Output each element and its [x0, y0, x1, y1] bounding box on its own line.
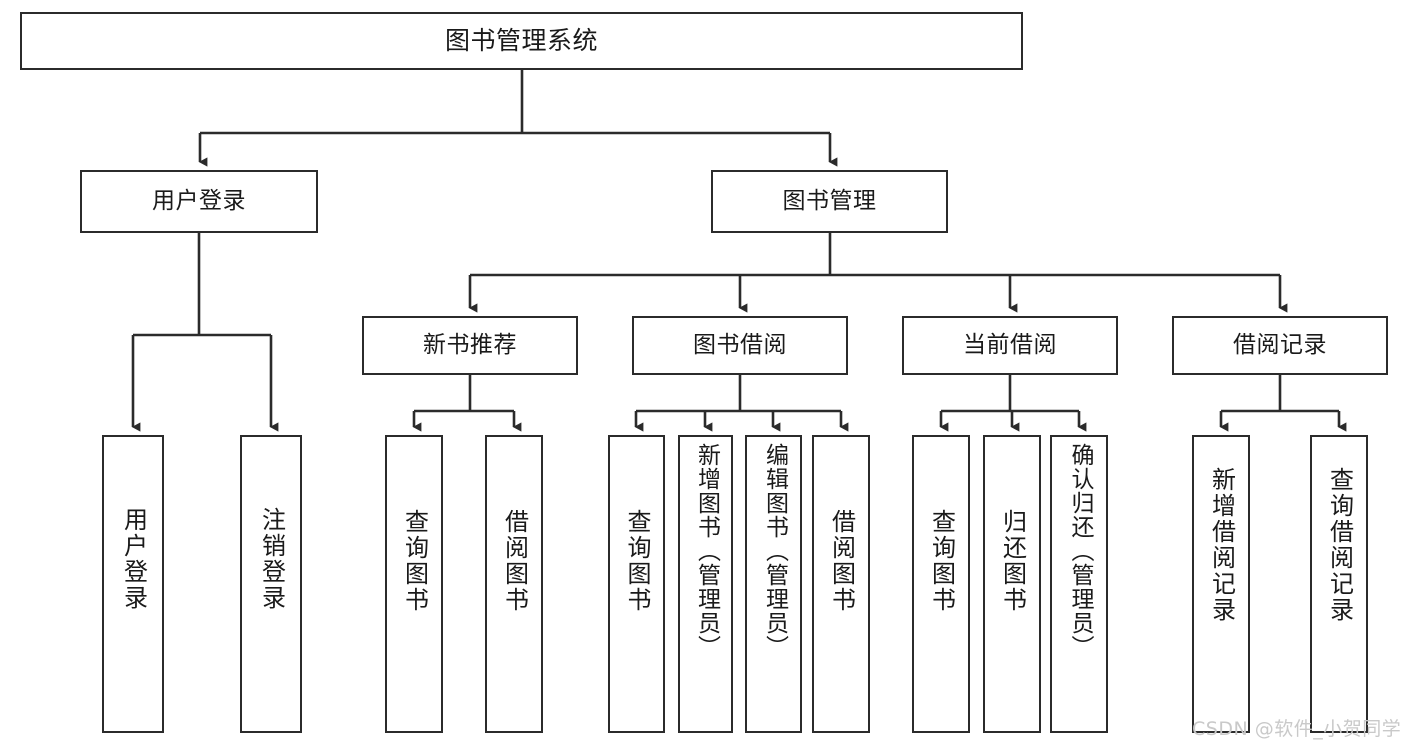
leaf-query-borrow-record[interactable]: 查询借阅记录: [1310, 435, 1368, 733]
node-book-management-label: 图书管理: [782, 188, 877, 215]
node-root-label: 图书管理系统: [444, 25, 598, 55]
leaf-borrow-book-recommend-label: 借阅图书: [500, 509, 529, 613]
leaf-user-login[interactable]: 用户登录: [102, 435, 164, 733]
node-book-borrow[interactable]: 图书借阅: [632, 316, 848, 375]
leaf-confirm-return-admin[interactable]: 确认归还（管理员）: [1050, 435, 1108, 733]
leaf-query-book-borrow-label: 查询图书: [622, 509, 651, 613]
leaf-borrow-book-label: 借阅图书: [827, 509, 856, 613]
node-book-borrow-label: 图书借阅: [693, 332, 787, 359]
leaf-return-book[interactable]: 归还图书: [983, 435, 1041, 733]
leaf-query-borrow-record-label: 查询借阅记录: [1325, 467, 1354, 623]
leaf-edit-book-admin[interactable]: 编辑图书（管理员）: [745, 435, 802, 733]
leaf-add-borrow-record-label: 新增借阅记录: [1207, 467, 1236, 623]
leaf-logout[interactable]: 注销登录: [240, 435, 302, 733]
leaf-borrow-book[interactable]: 借阅图书: [812, 435, 870, 733]
node-user-login-label: 用户登录: [152, 188, 246, 215]
leaf-logout-label: 注销登录: [257, 507, 286, 611]
leaf-confirm-return-admin-label: 确认归还（管理员）: [1066, 443, 1093, 659]
node-current-borrow-label: 当前借阅: [963, 332, 1057, 359]
leaf-query-book-current-label: 查询图书: [927, 509, 956, 613]
node-current-borrow[interactable]: 当前借阅: [902, 316, 1118, 375]
node-new-book-recommend[interactable]: 新书推荐: [362, 316, 578, 375]
leaf-add-book-admin-label: 新增图书（管理员）: [693, 443, 720, 659]
leaf-query-book-current[interactable]: 查询图书: [912, 435, 970, 733]
leaf-query-book-recommend[interactable]: 查询图书: [385, 435, 443, 733]
leaf-edit-book-admin-label: 编辑图书（管理员）: [761, 443, 788, 659]
node-user-login[interactable]: 用户登录: [80, 170, 318, 233]
node-borrow-record-label: 借阅记录: [1233, 332, 1327, 359]
node-new-book-recommend-label: 新书推荐: [423, 332, 517, 359]
node-book-management[interactable]: 图书管理: [711, 170, 948, 233]
node-root[interactable]: 图书管理系统: [20, 12, 1023, 70]
leaf-add-borrow-record[interactable]: 新增借阅记录: [1192, 435, 1250, 733]
leaf-add-book-admin[interactable]: 新增图书（管理员）: [678, 435, 733, 733]
csdn-watermark: CSDN @软件_小贺同学: [1192, 718, 1402, 740]
leaf-borrow-book-recommend[interactable]: 借阅图书: [485, 435, 543, 733]
leaf-query-book-recommend-label: 查询图书: [400, 509, 429, 613]
node-borrow-record[interactable]: 借阅记录: [1172, 316, 1388, 375]
leaf-query-book-borrow[interactable]: 查询图书: [608, 435, 665, 733]
leaf-user-login-label: 用户登录: [119, 507, 148, 611]
leaf-return-book-label: 归还图书: [998, 509, 1027, 613]
